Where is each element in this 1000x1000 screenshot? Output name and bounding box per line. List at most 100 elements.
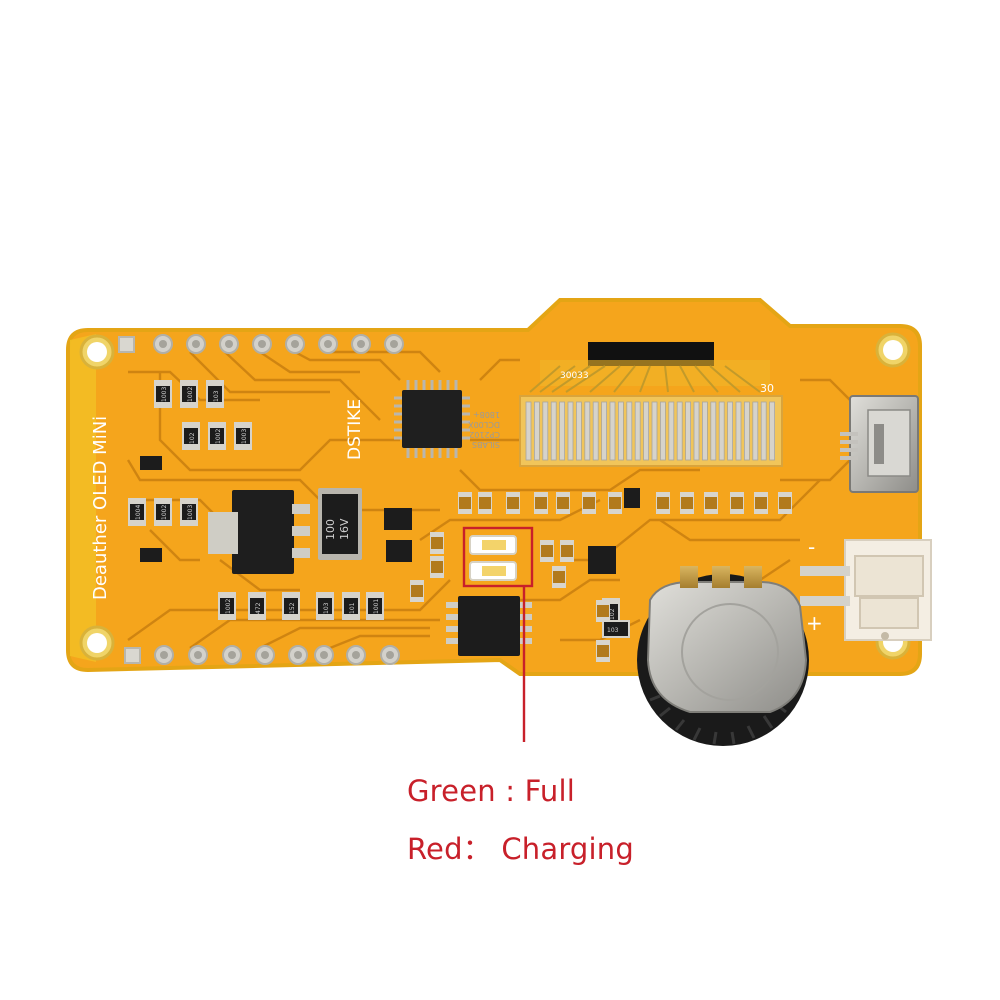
cap-voltage: 16V bbox=[338, 518, 351, 540]
battery-connector bbox=[800, 539, 932, 641]
smd-capacitor bbox=[778, 492, 792, 514]
fpc-pin bbox=[609, 401, 616, 461]
smd-resistor: 152 bbox=[282, 592, 300, 620]
smd-capacitor bbox=[458, 492, 472, 514]
led-highlight-callout bbox=[462, 526, 534, 742]
smd-capacitor bbox=[608, 492, 622, 514]
resistor-code: 1003 bbox=[241, 429, 248, 444]
smd-resistor: 1003 bbox=[154, 380, 172, 408]
display-number-1: 30033 bbox=[560, 371, 589, 381]
fpc-pin bbox=[718, 401, 725, 461]
smd-capacitor bbox=[552, 566, 566, 588]
resistor-code: 1003 bbox=[161, 387, 168, 402]
annotation-full: Green : Full bbox=[407, 774, 576, 808]
smd-resistor: 101 bbox=[342, 592, 360, 620]
smd-components: 1003 1002 103 102 1002 1003 1004 1002 1003 1002 47… bbox=[128, 380, 792, 662]
smd-resistor: 103 bbox=[206, 380, 224, 408]
resistor-code: 102 bbox=[189, 432, 196, 444]
status-leds bbox=[469, 535, 517, 581]
voltage-regulator bbox=[208, 490, 310, 574]
fpc-pin bbox=[542, 401, 549, 461]
fpc-pin bbox=[676, 401, 683, 461]
fpc-pin bbox=[668, 401, 675, 461]
fpc-pin bbox=[760, 401, 767, 461]
smd-capacitor bbox=[596, 640, 610, 662]
chip-line-4: 1808+ bbox=[473, 410, 500, 419]
smd-capacitor bbox=[656, 492, 670, 514]
smd-capacitor bbox=[410, 580, 424, 602]
fpc-pin bbox=[634, 401, 641, 461]
smd-resistor: 103 bbox=[316, 592, 334, 620]
resistor-code: 101 bbox=[349, 602, 356, 614]
fpc-pin bbox=[576, 401, 582, 461]
resistor-code: 103 bbox=[607, 627, 619, 634]
header-pins-top bbox=[118, 334, 404, 354]
fpc-pin bbox=[626, 401, 633, 461]
polarity-minus: - bbox=[808, 535, 815, 559]
fpc-pin bbox=[769, 401, 775, 461]
board-name-silkscreen: Deauther OLED MiNi bbox=[90, 416, 111, 600]
smd-resistor: 1003 bbox=[234, 422, 252, 450]
fpc-pin bbox=[618, 401, 624, 461]
fpc-pin bbox=[534, 401, 540, 461]
resistor-code: 152 bbox=[289, 602, 296, 614]
fpc-pin bbox=[550, 401, 557, 461]
transistors bbox=[140, 456, 640, 574]
smd-capacitor bbox=[478, 492, 492, 514]
coin-cell-holder bbox=[637, 566, 809, 746]
fpc-pin bbox=[727, 401, 733, 461]
resistor-code: 1002 bbox=[161, 505, 168, 520]
resistor-code: 1002 bbox=[225, 599, 232, 614]
usb-uart-chip: SILABS CP2102 DCL00X 1808+ bbox=[394, 380, 500, 458]
resistor-code: 1002 bbox=[187, 387, 194, 402]
fpc-pin bbox=[525, 401, 532, 461]
fpc-pin bbox=[651, 401, 658, 461]
smd-resistor: 472 bbox=[248, 592, 266, 620]
smd-resistor: 102 bbox=[182, 422, 200, 450]
fpc-pin bbox=[584, 401, 591, 461]
display-number-2: 30 bbox=[760, 382, 774, 395]
smd-resistor: 103 bbox=[602, 620, 630, 638]
smd-capacitor bbox=[506, 492, 520, 514]
fpc-pin bbox=[710, 401, 717, 461]
resistor-code: 472 bbox=[255, 602, 262, 614]
fpc-pin bbox=[559, 401, 565, 461]
resistor-code: 1003 bbox=[187, 505, 194, 520]
smd-resistor: 1002 bbox=[208, 422, 226, 450]
fpc-pin bbox=[685, 401, 691, 461]
smd-resistor: 1004 bbox=[128, 498, 146, 526]
smd-resistor: 1003 bbox=[180, 498, 198, 526]
fpc-pin bbox=[693, 401, 700, 461]
polarity-plus: + bbox=[806, 611, 823, 635]
fpc-pin bbox=[735, 401, 742, 461]
resistor-code: 1004 bbox=[135, 505, 142, 520]
resistor-code: 1002 bbox=[215, 429, 222, 444]
mounting-holes bbox=[79, 332, 911, 661]
smd-capacitor bbox=[730, 492, 744, 514]
smd-capacitor bbox=[430, 532, 444, 554]
header-pins-bottom bbox=[124, 645, 400, 665]
smd-capacitor bbox=[596, 600, 610, 622]
smd-capacitor bbox=[556, 492, 570, 514]
smd-resistor: 1002 bbox=[154, 498, 172, 526]
cap-value: 100 bbox=[324, 519, 337, 540]
resistor-code: 103 bbox=[323, 602, 330, 614]
tantalum-capacitor: 100 16V bbox=[318, 488, 362, 560]
fpc-pin bbox=[643, 401, 649, 461]
resistor-code: 1001 bbox=[373, 599, 380, 614]
annotation-charging: Red： Charging bbox=[407, 832, 634, 866]
resistor-code: 103 bbox=[213, 390, 220, 402]
smd-capacitor bbox=[704, 492, 718, 514]
smd-capacitor bbox=[430, 556, 444, 578]
display-connector: 30033 30 bbox=[519, 342, 783, 467]
resistor-code: 102 bbox=[609, 608, 616, 620]
smd-capacitor bbox=[754, 492, 768, 514]
micro-usb-port bbox=[840, 395, 919, 493]
smd-capacitor bbox=[582, 492, 596, 514]
fpc-pin bbox=[702, 401, 708, 461]
chip-line-2: CP2102 bbox=[469, 430, 500, 439]
chip-line-3: DCL00X bbox=[468, 420, 500, 429]
fpc-pin bbox=[567, 401, 574, 461]
smd-resistor: 1001 bbox=[366, 592, 384, 620]
